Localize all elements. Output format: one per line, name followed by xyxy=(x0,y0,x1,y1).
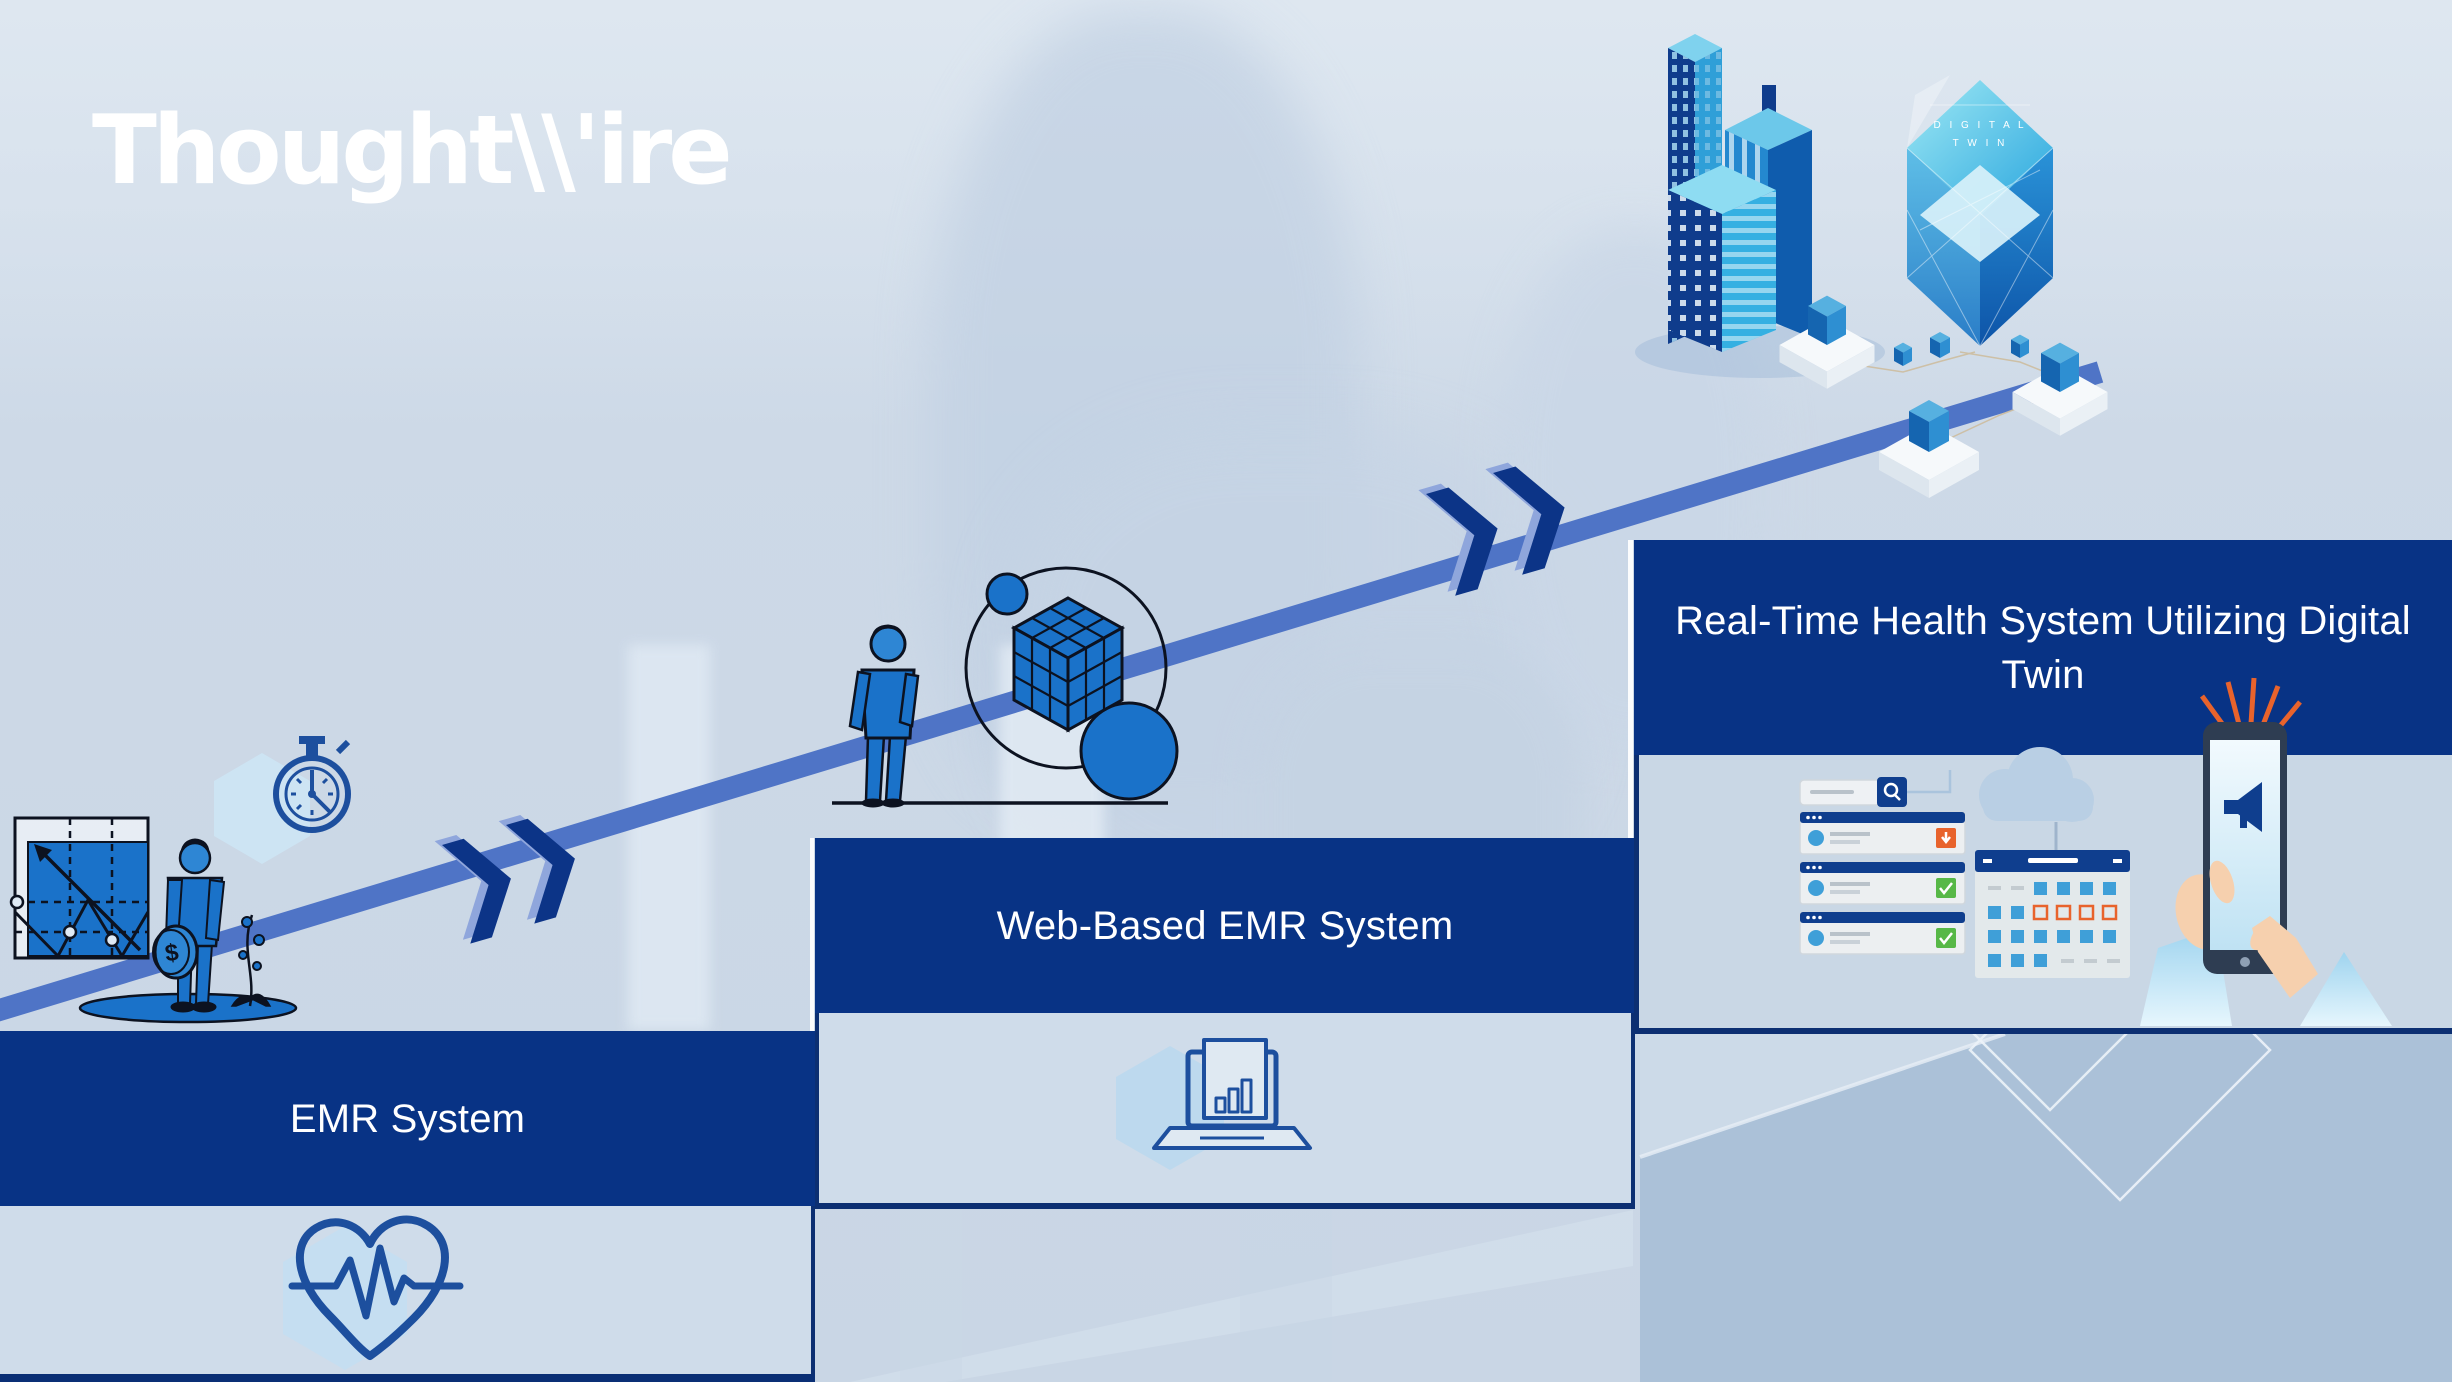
search-button xyxy=(1877,777,1907,807)
health-apps-illustration xyxy=(1799,677,2392,1026)
avatar xyxy=(1808,880,1824,896)
floor-edge-highlight xyxy=(1639,1032,2006,1159)
done-badge xyxy=(1936,878,1956,898)
calendar-icon xyxy=(1975,850,2130,978)
left-step-illustration: $ xyxy=(9,736,351,1024)
task-card-icon xyxy=(1799,911,1966,955)
connector-line xyxy=(1906,770,1952,794)
analytics-chart-icon xyxy=(9,816,150,960)
thumb xyxy=(2209,860,2235,904)
sleeve xyxy=(2300,952,2392,1026)
done-badge xyxy=(1936,928,1956,948)
hexagon-shape xyxy=(214,753,310,864)
thoughtwire-logo: Thought\\'ire xyxy=(92,96,733,206)
step-panel-bottom-border xyxy=(0,1374,815,1382)
coin-icon: $ xyxy=(152,924,199,980)
search-icon xyxy=(1883,782,1899,798)
svg-text:$: $ xyxy=(163,939,181,968)
person-illustration xyxy=(848,624,920,808)
step-title-line1: Real-Time Health System Utilizing Digita… xyxy=(1675,598,2411,643)
stopwatch-icon xyxy=(273,736,351,833)
search-bar-icon xyxy=(1799,777,1907,807)
column-divider xyxy=(1628,540,1633,1034)
phone-megaphone-group xyxy=(2140,677,2392,1026)
laptop-analytics-icon xyxy=(1152,1038,1312,1150)
avatar xyxy=(1808,930,1824,946)
task-card-icon xyxy=(1799,861,1966,905)
plant-icon xyxy=(230,914,272,1007)
cloud-icon xyxy=(1979,747,2094,822)
step-panel-emr-system xyxy=(0,1206,815,1374)
arrow-down-icon xyxy=(1941,832,1951,845)
pointing-hand-icon xyxy=(2250,916,2318,998)
column-divider xyxy=(810,838,814,1209)
web-emr-panel-icon-group xyxy=(1116,1038,1312,1170)
megaphone-icon xyxy=(2224,782,2262,832)
bottom-right-floor xyxy=(1639,898,2452,1382)
check-icon xyxy=(1939,882,1953,896)
home-button xyxy=(2240,957,2250,967)
avatar xyxy=(1808,830,1824,846)
emr-panel-icon-group xyxy=(283,1215,464,1370)
check-icon xyxy=(1939,932,1953,946)
task-card-icon xyxy=(1799,811,1966,855)
step-title: EMR System xyxy=(289,1096,526,1141)
calendar-grid xyxy=(1988,882,2120,967)
middle-bottom-background xyxy=(850,1210,1633,1382)
phone-screen xyxy=(2210,740,2280,950)
step-bar-emr-system: EMR System xyxy=(0,1031,815,1206)
heart-pulse-icon xyxy=(288,1215,464,1360)
step-title-line2: Twin xyxy=(2001,652,2085,697)
step-bar-realtime-digital-twin: Real-Time Health System Utilizing Digita… xyxy=(1634,540,2452,755)
